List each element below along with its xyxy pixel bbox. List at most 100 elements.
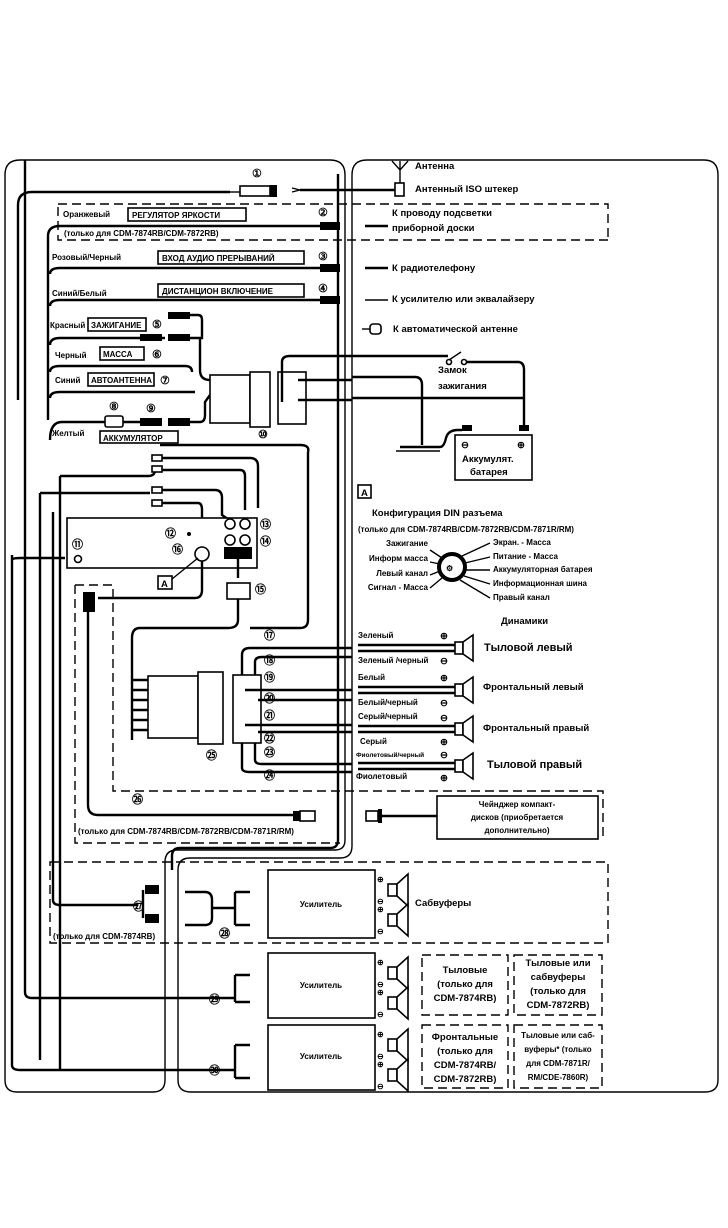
wire-function-ground: МАССА	[103, 350, 133, 359]
front-a-line: Фронтальные	[432, 1032, 498, 1043]
din-pin-right: Информационная шина	[493, 579, 588, 588]
wire-function-remote-on: ДИСТАНЦИОН ВКЛЮЧЕНИЕ	[162, 287, 274, 296]
cd-changer-box	[436, 795, 599, 840]
speaker-rear-left: Зеленый ⊕ Зеленый /черный ⊖ Тыловой левы…	[358, 631, 573, 667]
speaker-icon: ⊕⊖	[377, 902, 409, 938]
wire-function-ignition: ЗАЖИГАНИЕ	[91, 321, 142, 330]
svg-text:⊕: ⊕	[377, 988, 384, 997]
wire-color-yellow: Желтый	[51, 429, 85, 438]
speaker-front-right: Серый/черный ⊖ Серый ⊕ Фронтальный правы…	[358, 712, 589, 748]
orange-note: (только для CDM-7874RB/CDM-7872RB)	[64, 229, 219, 238]
rca-output-jacks[interactable]	[224, 518, 252, 559]
num-3: ③	[318, 251, 328, 263]
left-panel-outline	[4, 159, 346, 1093]
num-11: ⑪	[72, 537, 83, 551]
iso-connector-female	[209, 374, 251, 424]
din-pin-right: Правый канал	[493, 593, 550, 602]
svg-text:⊖: ⊖	[440, 698, 448, 709]
rear-a-line: CDM-7874RB)	[434, 993, 497, 1004]
iso-plug-label: Антенный ISO штекер	[415, 184, 519, 195]
svg-text:⊖: ⊖	[440, 750, 448, 761]
num-22: ㉒	[264, 731, 275, 745]
changer-plug-icon	[365, 809, 437, 823]
ignition-label-1: Замок	[438, 365, 467, 376]
din-marker-a: A	[361, 488, 368, 499]
subwoofers-label: Сабвуферы	[415, 898, 471, 909]
speaker-icon: ⊕⊖	[377, 1027, 409, 1063]
front-b-line: для CDM-7871R/	[526, 1059, 591, 1068]
wire-color-pink-black: Розовый/Черный	[52, 253, 121, 262]
svg-text:⊕: ⊕	[377, 958, 384, 967]
speaker-pairs: ⊕⊖ ⊕⊖ ⊕⊖ ⊕⊖ ⊕⊖ ⊕⊖	[377, 872, 409, 1093]
num-20: ⑳	[264, 691, 275, 705]
svg-text:Фиолетовый/черный: Фиолетовый/черный	[356, 751, 424, 759]
din-pin-right: Питание - Масса	[493, 552, 559, 561]
front-b-line: Тыловые или саб-	[521, 1031, 595, 1040]
svg-text:⊕: ⊕	[440, 773, 448, 784]
din-pin-left: Информ масса	[369, 554, 429, 563]
din-note: (только для CDM-7874RB/CDM-7872RB/CDM-78…	[358, 525, 574, 534]
svg-text:⊕: ⊕	[377, 1060, 384, 1069]
amplifier-label: Усилитель	[300, 1052, 342, 1061]
rear-a-line: Тыловые	[443, 965, 488, 976]
speaker-name: Тыловой левый	[484, 642, 573, 654]
sub-only-note: (только для CDM-7874RB)	[53, 932, 155, 941]
auto-antenna-label: К автоматической антенне	[393, 324, 518, 335]
wire-color-blue-white: Синий/Белый	[52, 289, 107, 298]
speaker-icon: ⊕⊖	[377, 872, 409, 908]
speakers-title: Динамики	[501, 616, 548, 627]
changer-line-2: дисков (приобретается	[471, 813, 564, 822]
speaker-connector	[147, 675, 199, 739]
illumination-label-1: К проводу подсветки	[392, 208, 492, 219]
svg-text:Серый: Серый	[360, 737, 387, 746]
amplifier-front	[267, 1024, 376, 1091]
num-27: ㉗	[133, 899, 144, 913]
ignition-label-2: зажигания	[438, 381, 487, 392]
num-24: ㉔	[264, 768, 275, 782]
num-17: ⑰	[264, 628, 275, 642]
svg-text:⊕: ⊕	[377, 1030, 384, 1039]
svg-text:⊖: ⊖	[377, 927, 384, 936]
svg-text:⊕: ⊕	[440, 631, 448, 642]
svg-text:⚙: ⚙	[446, 564, 453, 573]
battery-minus: ⊖	[461, 440, 469, 451]
num-28: ㉘	[219, 926, 230, 940]
svg-text:Белый: Белый	[358, 673, 385, 682]
num-16: ⑯	[172, 542, 183, 556]
num-29: ㉙	[209, 992, 220, 1006]
illumination-dashed-box	[57, 203, 609, 241]
marker-a: A	[161, 579, 168, 590]
svg-text:Белый/черный: Белый/черный	[358, 698, 418, 707]
din-pin-left: Зажигание	[386, 539, 429, 548]
wire-function-dimmer: РЕГУЛЯТОР ЯРКОСТИ	[132, 211, 220, 220]
din-pin-left: Левый канал	[376, 569, 428, 578]
amplifier-label: К усилителю или эквалайзеру	[392, 294, 535, 305]
num-21: ㉑	[264, 708, 275, 722]
speaker-name: Фронтальный правый	[483, 723, 589, 734]
svg-text:⊕: ⊕	[440, 737, 448, 748]
svg-text:⊖: ⊖	[377, 897, 384, 906]
num-12: ⑫	[165, 526, 176, 540]
num-4: ④	[318, 283, 328, 295]
rca-plugs-icon	[151, 454, 163, 507]
din-title: Конфигурация DIN разъема	[372, 508, 503, 519]
antenna-plug-icon	[16, 185, 277, 400]
right-panel-outline	[177, 159, 719, 1093]
svg-text:Фиолетовый: Фиолетовый	[356, 772, 407, 781]
subwoofer-dashed-box	[49, 861, 609, 944]
num-14: ⑭	[260, 534, 271, 548]
svg-text:⊕: ⊕	[440, 673, 448, 684]
speaker-name: Фронтальный левый	[483, 682, 584, 693]
svg-text:⊖: ⊖	[440, 656, 448, 667]
wire-function-audio-interrupt: ВХОД АУДИО ПРЕРЫВАНИЙ	[162, 254, 275, 263]
rear-a-line: (только для	[437, 979, 493, 990]
wire-color-orange: Оранжевый	[63, 210, 110, 219]
svg-text:Зеленый /черный: Зеленый /черный	[358, 656, 429, 665]
num-25: ㉕	[206, 748, 217, 762]
num-8: ⑧	[109, 401, 119, 413]
changer-only-note: (только для CDM-7874RB/CDM-7872RB/CDM-78…	[78, 827, 294, 836]
num-26: ㉖	[132, 792, 143, 806]
wire-function-battery: АККУМУЛЯТОР	[103, 434, 163, 443]
svg-text:⊖: ⊖	[377, 1082, 384, 1091]
